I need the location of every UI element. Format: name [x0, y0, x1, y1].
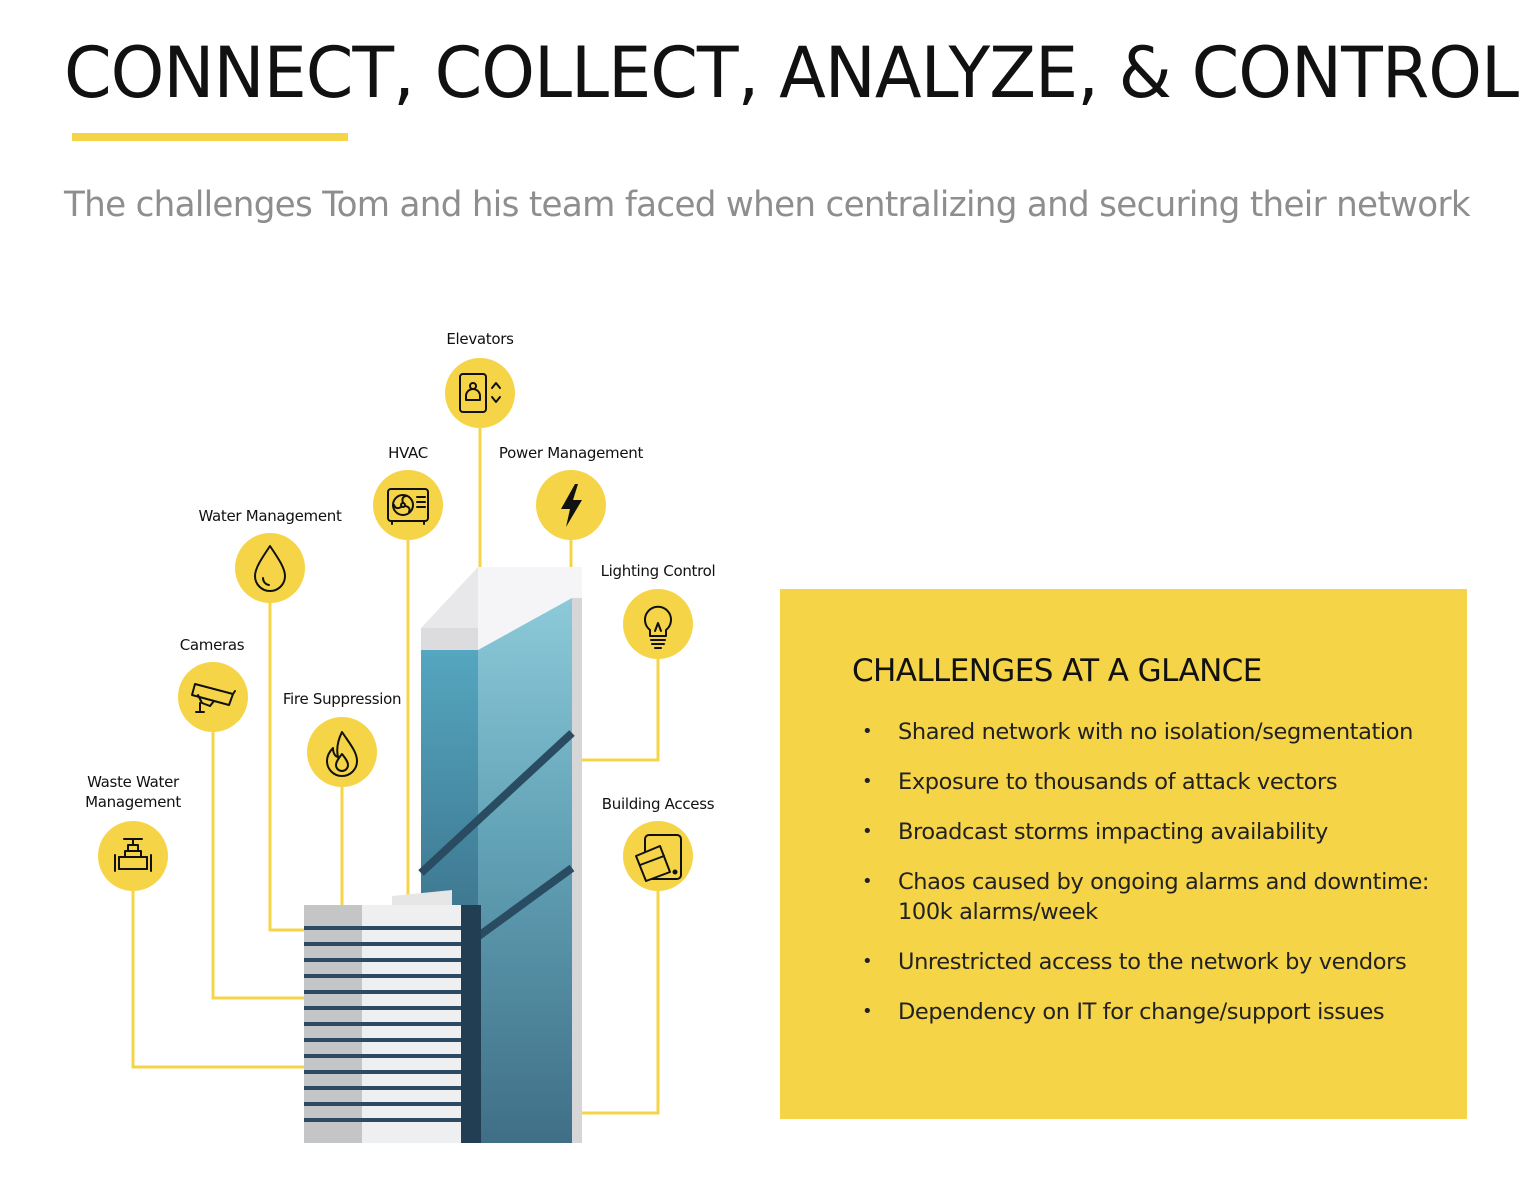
hvac-label: HVAC: [388, 444, 428, 462]
waste-water-management-label: Waste Water Management: [85, 772, 181, 812]
challenge-item: Unrestricted access to the network by ve…: [862, 947, 1442, 977]
glass-tower: [418, 567, 582, 1143]
elevator-icon: [459, 373, 501, 413]
hvac-icon-circle: [373, 470, 443, 540]
access-card-icon: [635, 834, 682, 882]
water-management-label: Water Management: [198, 507, 342, 525]
fire-suppression-label: Fire Suppression: [282, 690, 402, 708]
flame-icon: [326, 731, 358, 777]
challenge-item: Dependency on IT for change/support issu…: [862, 997, 1442, 1027]
elevators-label: Elevators: [446, 330, 514, 348]
page-title: CONNECT, COLLECT, ANALYZE, & CONTROL: [64, 32, 1519, 114]
challenge-item: Broadcast storms impacting availability: [862, 817, 1442, 847]
title-underline: [72, 133, 348, 141]
hvac-fan-icon: [387, 488, 429, 525]
water-drop-icon: [254, 545, 286, 592]
water-icon-circle: [235, 533, 305, 603]
lighting-control-label: Lighting Control: [600, 562, 716, 580]
striped-building: [304, 890, 461, 1143]
waste-water-label-line1: Waste Water: [87, 773, 179, 791]
page-subtitle: The challenges Tom and his team faced wh…: [64, 185, 1471, 225]
camera-icon-circle: [178, 662, 248, 732]
building-systems-illustration: [98, 358, 693, 1143]
light-bulb-icon: [644, 605, 672, 649]
valve-pipe-icon: [114, 838, 152, 872]
challenges-list: Shared network with no isolation/segment…: [862, 717, 1442, 1047]
cameras-label: Cameras: [179, 636, 245, 654]
challenges-panel: CHALLENGES AT A GLANCE Shared network wi…: [780, 589, 1467, 1119]
connector-lines: [131, 428, 660, 1115]
security-camera-icon: [191, 683, 236, 713]
power-management-label: Power Management: [498, 444, 644, 462]
challenges-title: CHALLENGES AT A GLANCE: [852, 653, 1262, 689]
challenge-item: Shared network with no isolation/segment…: [862, 717, 1442, 747]
waste-water-label-line2: Management: [85, 793, 181, 811]
building-access-label: Building Access: [601, 795, 715, 813]
lightning-bolt-icon: [561, 484, 582, 527]
challenge-item: Chaos caused by ongoing alarms and downt…: [862, 867, 1442, 927]
challenge-item: Exposure to thousands of attack vectors: [862, 767, 1442, 797]
fire-icon-circle: [307, 717, 377, 787]
